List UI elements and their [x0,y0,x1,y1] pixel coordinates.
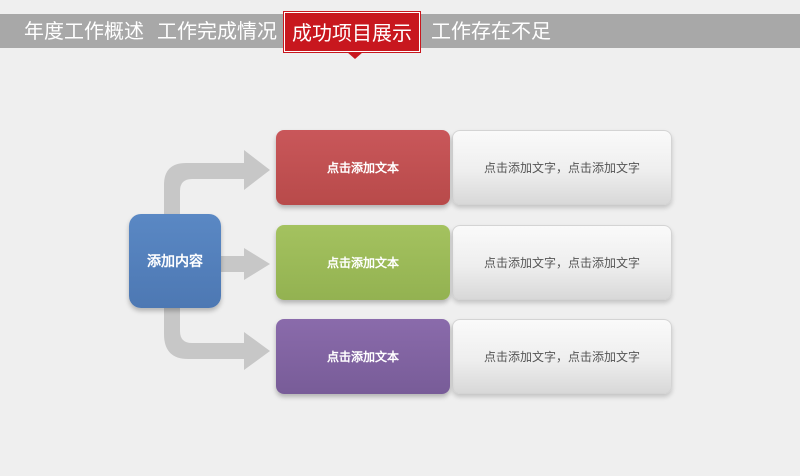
nav-tab-shortcomings[interactable]: 工作存在不足 [431,19,551,43]
item-1-title-box[interactable]: 点击添加文本 [276,130,450,205]
nav-tab-success-projects[interactable]: 成功项目展示 [284,12,420,52]
source-content-box[interactable]: 添加内容 [129,214,221,308]
nav-tab-work-completion[interactable]: 工作完成情况 [157,19,277,43]
item-1-description-box[interactable]: 点击添加文字，点击添加文字 [452,130,672,205]
arrow-to-item-3 [164,308,270,370]
item-3-description-box[interactable]: 点击添加文字，点击添加文字 [452,319,672,394]
arrow-to-item-2 [221,248,270,280]
item-2-description-box[interactable]: 点击添加文字，点击添加文字 [452,225,672,300]
item-3-title-box[interactable]: 点击添加文本 [276,319,450,394]
arrow-to-item-1 [164,150,270,214]
active-tab-pointer [347,52,363,59]
nav-tab-annual-overview[interactable]: 年度工作概述 [24,19,144,43]
item-2-title-box[interactable]: 点击添加文本 [276,225,450,300]
